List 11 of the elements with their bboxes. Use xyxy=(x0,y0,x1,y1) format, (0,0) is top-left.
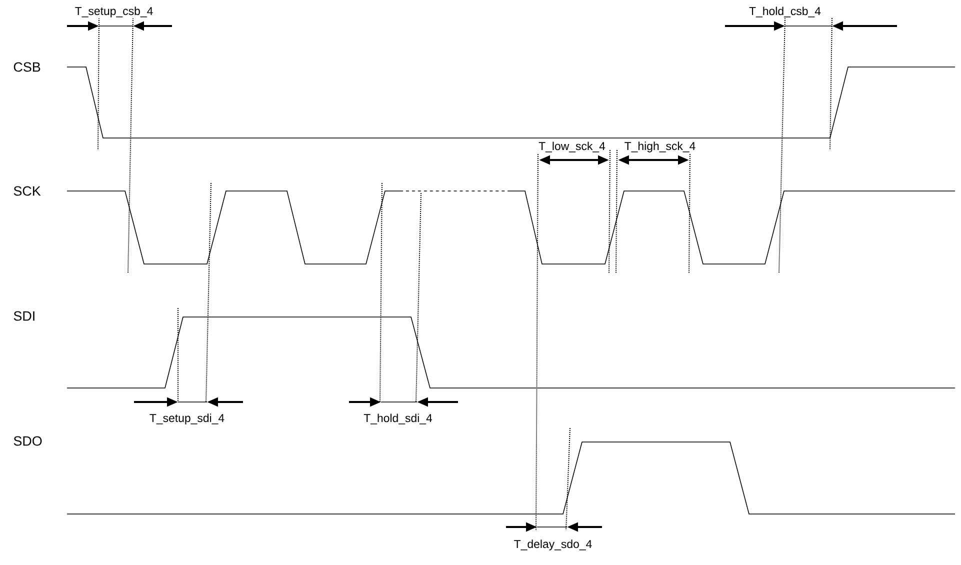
signal-name: SDI xyxy=(12,310,37,322)
timing-label: T_low_sck_4 xyxy=(538,140,606,154)
signal-name: SCK xyxy=(12,185,42,197)
timing-label: T_hold_sdi_4 xyxy=(362,412,434,426)
signal-name: CSB xyxy=(12,61,42,73)
signal-name: SDO xyxy=(12,435,44,447)
timing-label: T_high_sck_4 xyxy=(623,140,697,154)
timing-label: T_delay_sdo_4 xyxy=(512,538,594,552)
timing-label: T_setup_csb_4 xyxy=(74,6,154,18)
timing-label: T_hold_csb_4 xyxy=(748,6,822,18)
timing-label: T_setup_sdi_4 xyxy=(148,412,226,426)
